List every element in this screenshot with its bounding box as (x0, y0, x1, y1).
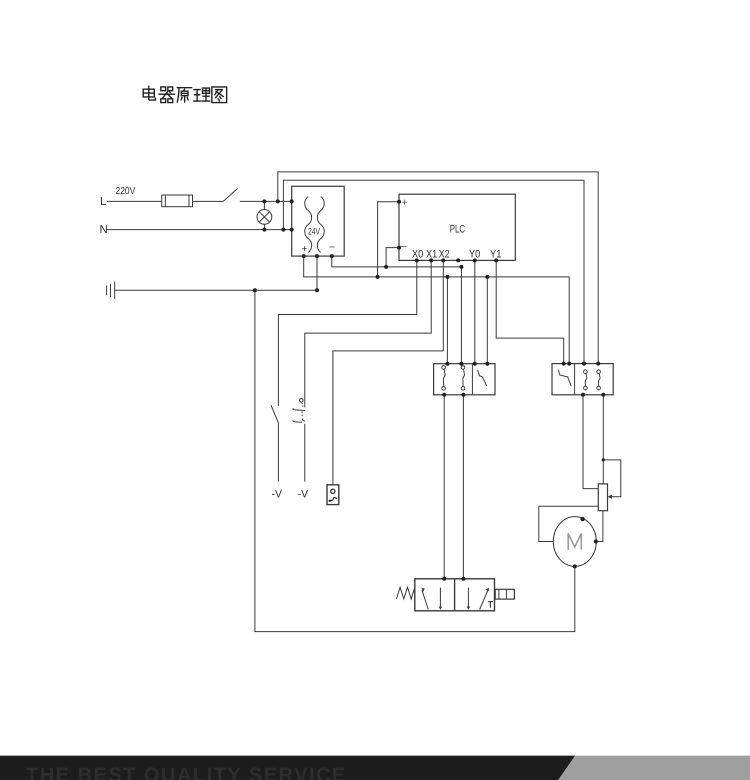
svg-text:PLC: PLC (450, 224, 465, 236)
svg-text:220V: 220V (116, 186, 136, 197)
svg-text:–: – (401, 241, 407, 252)
svg-text:-V: -V (298, 489, 309, 501)
svg-text:X2: X2 (439, 248, 450, 260)
svg-text:-V: -V (272, 489, 283, 501)
svg-text:+: + (302, 244, 308, 255)
svg-text:Y0: Y0 (469, 248, 480, 260)
svg-text:24V: 24V (308, 227, 320, 238)
svg-text:X1: X1 (426, 248, 437, 260)
svg-text:+: + (402, 198, 408, 209)
svg-text:THE BEST QUALITY SERVICE: THE BEST QUALITY SERVICE (26, 765, 347, 780)
svg-text:Y1: Y1 (490, 248, 501, 260)
svg-text:N: N (100, 224, 108, 236)
svg-text:L: L (100, 196, 107, 208)
svg-text:X0: X0 (412, 248, 423, 260)
svg-text:–: – (329, 242, 335, 253)
